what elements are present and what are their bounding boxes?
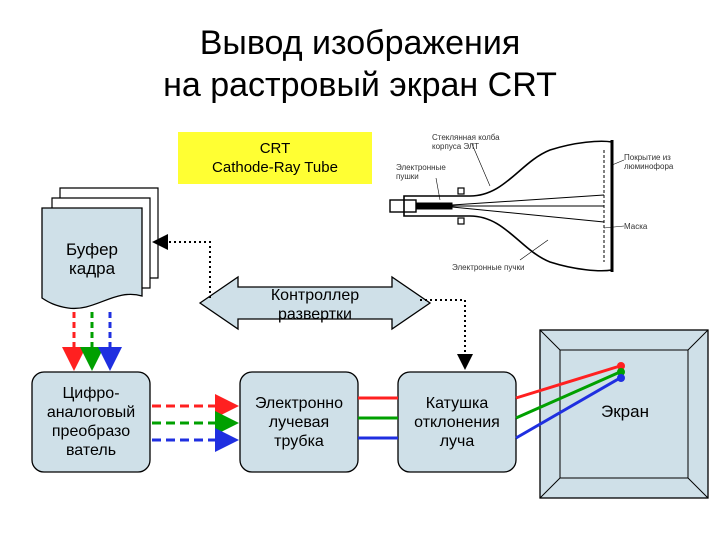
beam-bot xyxy=(451,206,605,223)
framebuffer-sheet-front xyxy=(41,207,143,310)
coil-top xyxy=(457,187,465,195)
title-line-2: на растровый экран CRT xyxy=(163,66,557,104)
annotation-beams: Электронные пучки xyxy=(452,263,524,272)
beam-blue-coil-to-screen xyxy=(515,376,621,440)
dac-label: Цифро- аналоговый преобразо ватель xyxy=(46,385,136,459)
beam-red-coil-to-screen xyxy=(515,364,621,400)
annotation-phosphor-line: люминофора xyxy=(624,162,674,171)
controller-node xyxy=(198,275,432,331)
annotation-phosphor-line: Покрытие из xyxy=(624,153,671,162)
beam-dot-green xyxy=(617,368,625,376)
gun-body xyxy=(415,202,453,210)
coil-label: Катушка отклонения луча xyxy=(414,395,500,450)
framebuffer-label: Буфер кадра xyxy=(66,240,118,278)
tube-label: Электронно лучевая трубка xyxy=(254,395,344,450)
annotation-guns-line: Электронные xyxy=(396,163,446,172)
title-line-1: Вывод изображения xyxy=(199,24,521,62)
electron-gun xyxy=(389,199,417,213)
annotation-beams-line: Электронные пучки xyxy=(452,263,524,272)
crt-label: CRT Cathode-Ray Tube xyxy=(178,132,372,184)
coil-bottom xyxy=(457,217,465,225)
screen-label: Экран xyxy=(601,402,649,421)
crt-tube-illustration xyxy=(389,140,625,272)
controller-label: Контроллер развертки xyxy=(270,287,360,323)
framebuffer-node xyxy=(41,187,159,310)
annotation-glass-line: корпуса ЭЛТ xyxy=(432,142,479,151)
tube-node xyxy=(239,371,359,473)
dotted-link-controller-to-framebuffer xyxy=(152,234,211,298)
coil-node xyxy=(397,371,517,473)
dotted-link-controller-to-coil xyxy=(420,299,473,370)
beam-dot-blue xyxy=(617,374,625,382)
annotation-mask-line: Маска xyxy=(624,222,648,231)
annotation-glass-line: Стеклянная колба xyxy=(432,133,500,142)
dac-node xyxy=(31,371,151,473)
beam-dot-red xyxy=(617,362,625,370)
beam-green-coil-to-screen xyxy=(515,370,621,420)
beam-top xyxy=(451,194,605,206)
crt-label-line-1: CRT xyxy=(259,140,291,157)
annotation-guns-line: пушки xyxy=(396,172,419,181)
annotation-mask: Маска xyxy=(624,222,648,231)
slide-title: Вывод изображения на растровый экран CRT xyxy=(0,22,720,106)
crt-label-line-2: Cathode-Ray Tube xyxy=(212,159,338,176)
